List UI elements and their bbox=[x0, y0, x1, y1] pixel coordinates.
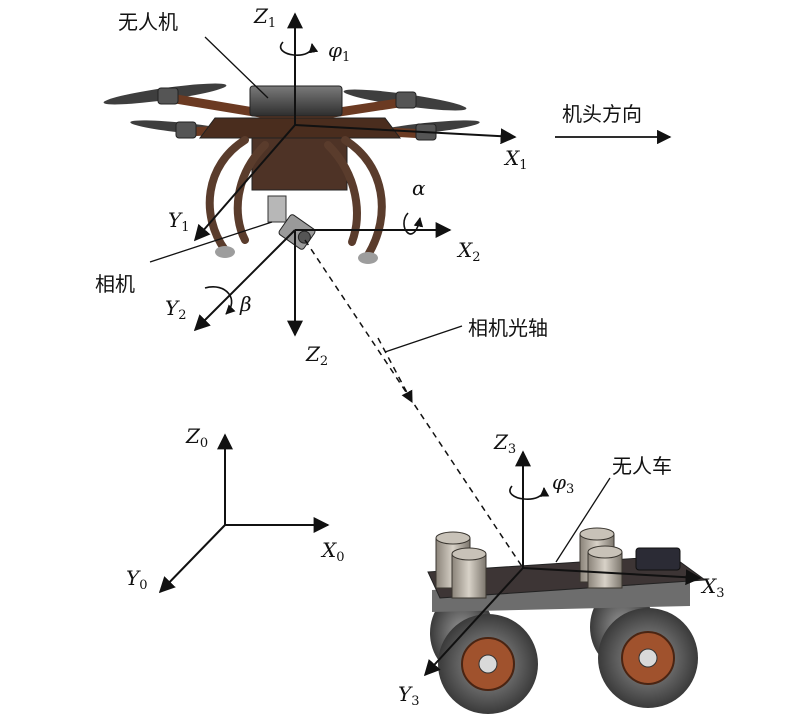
phi1-label: φ1 bbox=[328, 38, 351, 65]
y1-axis bbox=[193, 124, 296, 242]
ugv-leader-line bbox=[555, 477, 611, 563]
phi1-rotation-arrow bbox=[279, 41, 319, 56]
optical-axis-label: 相机光轴 bbox=[468, 316, 548, 340]
ugv-label: 无人车 bbox=[612, 454, 672, 478]
x2-label: X2 bbox=[458, 238, 481, 265]
y3-label: Y3 bbox=[398, 682, 420, 709]
z3-label: Z3 bbox=[494, 430, 517, 457]
drone-illustration bbox=[103, 83, 480, 264]
camera-leader-line bbox=[149, 221, 273, 263]
x1-axis bbox=[294, 124, 517, 145]
phi3-label: φ3 bbox=[552, 470, 575, 497]
x3-axis bbox=[522, 567, 702, 586]
camera-label: 相机 bbox=[95, 272, 135, 296]
z1-label: Z1 bbox=[254, 4, 277, 31]
optical-axis-leader-line bbox=[384, 325, 463, 353]
y0-label: Y0 bbox=[126, 566, 148, 593]
z0-label: Z0 bbox=[186, 424, 209, 451]
beta-rotation-arrow bbox=[204, 286, 236, 315]
y0-axis bbox=[158, 524, 226, 594]
y2-label: Y2 bbox=[165, 296, 187, 323]
alpha-label: α bbox=[412, 176, 426, 200]
alpha-rotation-arrow bbox=[403, 212, 424, 235]
drone-leader-line bbox=[204, 36, 269, 99]
drone-label: 无人机 bbox=[118, 10, 178, 34]
z2-label: Z2 bbox=[306, 342, 329, 369]
x1-label: X1 bbox=[505, 146, 528, 173]
beta-label: β bbox=[240, 292, 252, 316]
ugv-illustration bbox=[427, 527, 707, 714]
x0-label: X0 bbox=[322, 538, 345, 565]
heading-label: 机头方向 bbox=[562, 102, 642, 126]
phi3-rotation-arrow bbox=[509, 485, 550, 500]
optical-axis-line bbox=[304, 239, 524, 569]
optical-axis-arrow bbox=[377, 337, 413, 404]
x3-label: X3 bbox=[702, 574, 725, 601]
y3-axis bbox=[423, 567, 524, 677]
y1-label: Y1 bbox=[168, 208, 190, 235]
y2-axis bbox=[193, 229, 296, 332]
